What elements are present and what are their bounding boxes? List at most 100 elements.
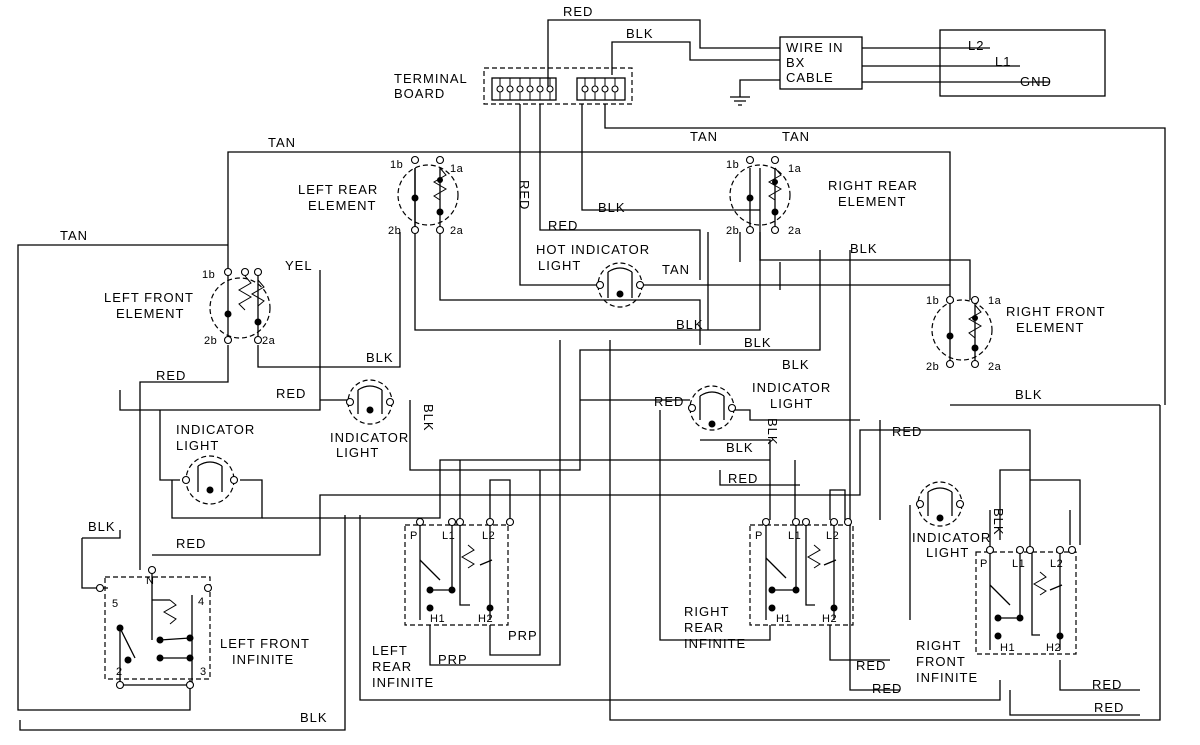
wire-blk-6: BLK: [366, 350, 394, 365]
lr-2a: 2a: [450, 225, 464, 237]
left-rear-element-label-1: LEFT REAR: [298, 182, 378, 197]
wire-red-10: RED: [1092, 677, 1122, 692]
wire-tan-4: TAN: [60, 228, 88, 243]
right-front-element-label-1: RIGHT FRONT: [1006, 304, 1106, 319]
wire-red-9: RED: [872, 681, 902, 696]
terminal-board-label-2: BOARD: [394, 86, 445, 101]
l1-label: L1: [995, 54, 1011, 69]
lf-inf-5: 5: [112, 598, 119, 610]
rf-1a: 1a: [988, 295, 1002, 307]
wire-in-label: WIRE IN: [786, 40, 844, 55]
wire-blk-7: BLK: [1015, 387, 1043, 402]
lf-inf-4: 4: [198, 596, 205, 608]
rf-2a: 2a: [988, 361, 1002, 373]
rr-inf-h2: H2: [822, 613, 837, 625]
right-rear-infinite-switch: P L1 L2 H1 H2 RIGHT REAR INFINITE: [684, 517, 854, 651]
wire-blk-10: BLK: [300, 710, 328, 725]
wire-red-6: RED: [728, 471, 758, 486]
rr-1a: 1a: [788, 163, 802, 175]
wire-red-8: RED: [856, 658, 886, 673]
lr-infinite-label-2: REAR: [372, 659, 412, 674]
rr-1b: 1b: [726, 159, 739, 171]
rf-1b: 1b: [926, 295, 939, 307]
rf-infinite-label-1: RIGHT: [916, 638, 961, 653]
left-front-element-label-1: LEFT FRONT: [104, 290, 194, 305]
lf-2b: 2b: [204, 335, 217, 347]
rr-inf-p: P: [755, 530, 763, 542]
right-rear-indicator-light: INDICATOR LIGHT: [687, 380, 831, 431]
lr-infinite-label-3: INFINITE: [372, 675, 434, 690]
ground-symbol: [730, 96, 750, 106]
rf-inf-h2: H2: [1046, 642, 1061, 654]
rf-2b: 2b: [926, 361, 939, 373]
wire-tan-5: TAN: [662, 262, 690, 277]
lf-infinite-label-1: LEFT FRONT: [220, 636, 310, 651]
wire-red-1: RED: [548, 218, 578, 233]
rf-inf-p: P: [980, 558, 988, 570]
lr-inf-h1: H1: [430, 613, 445, 625]
lr-infinite-label-1: LEFT: [372, 643, 408, 658]
cable-label: CABLE: [786, 70, 834, 85]
left-front-indicator-light: INDICATOR LIGHT: [176, 422, 254, 505]
rr-infinite-label-3: INFINITE: [684, 636, 746, 651]
hot-indicator-light: HOT INDICATOR LIGHT: [536, 242, 649, 308]
right-front-element-label-2: ELEMENT: [1016, 320, 1084, 335]
lr-inf-p: P: [410, 530, 418, 542]
rr-infinite-label-2: REAR: [684, 620, 724, 635]
l2-label: L2: [968, 38, 984, 53]
left-rear-element: LEFT REAR ELEMENT 1b 1a 2b 2a: [298, 155, 464, 237]
rr-2a: 2a: [788, 225, 802, 237]
right-front-infinite-switch: P L1 L2 H1 H2 RIGHT FRONT INFINITE: [916, 545, 1077, 685]
rr-inf-l2: L2: [826, 530, 839, 542]
wire-blk-supply: BLK: [626, 26, 654, 41]
hot-indicator-label-2: LIGHT: [538, 258, 581, 273]
supply-terminal-block: [939, 29, 1106, 97]
rr-infinite-label-1: RIGHT: [684, 604, 729, 619]
right-front-element: RIGHT FRONT ELEMENT 1b 1a 2b 2a: [926, 295, 1106, 373]
right-front-indicator-light: INDICATOR LIGHT: [912, 481, 991, 560]
lf-inf-n: N: [146, 575, 154, 587]
rr-inf-h1: H1: [776, 613, 791, 625]
terminal-board: TERMINAL BOARD: [394, 67, 633, 105]
rr-indicator-label-1: INDICATOR: [752, 380, 831, 395]
wire-blk-9: BLK: [88, 519, 116, 534]
wire-blk-5: BLK: [782, 357, 810, 372]
rr-inf-l1: L1: [788, 530, 801, 542]
rr-indicator-label-2: LIGHT: [770, 396, 813, 411]
lr-inf-l1: L1: [442, 530, 455, 542]
lr-1a: 1a: [450, 163, 464, 175]
left-front-infinite-switch: N 5 4 2 3 LEFT FRONT INFINITE: [95, 565, 310, 690]
rf-infinite-label-2: FRONT: [916, 654, 966, 669]
rf-inf-l1: L1: [1012, 558, 1025, 570]
power-supply: WIRE IN BX CABLE L2 L1 GND RED BLK: [547, 4, 1106, 106]
wire-yel: YEL: [285, 258, 313, 273]
rf-indicator-label-1: INDICATOR: [912, 530, 991, 545]
wire-red-5: RED: [654, 394, 684, 409]
wire-prp-2: PRP: [508, 628, 538, 643]
left-rear-infinite-switch: P L1 L2 H1 H2 LEFT REAR INFINITE: [372, 517, 515, 690]
wire-red-2: RED: [156, 368, 186, 383]
rf-infinite-label-3: INFINITE: [916, 670, 978, 685]
wire-red-11: RED: [1094, 700, 1124, 715]
lf-indicator-label-2: LIGHT: [176, 438, 219, 453]
wire-prp-1: PRP: [438, 652, 468, 667]
wire-labels: TAN TAN TAN TAN TAN YEL RED RED RED RED …: [60, 129, 1124, 725]
wire-blk-1: BLK: [598, 200, 626, 215]
right-rear-element: RIGHT REAR ELEMENT 1b 1a 2b 2a: [726, 155, 917, 237]
wire-red-supply: RED: [563, 4, 593, 19]
wire-tan-2: TAN: [690, 129, 718, 144]
lr-inf-h2: H2: [478, 613, 493, 625]
lf-inf-3: 3: [200, 666, 207, 678]
lf-1b: 1b: [202, 269, 215, 281]
wire-blk-vertical-2: BLK: [765, 418, 780, 446]
left-rear-indicator-light: INDICATOR LIGHT: [330, 379, 408, 460]
lr-1b: 1b: [390, 159, 403, 171]
rf-inf-l2: L2: [1050, 558, 1063, 570]
wiring: [17, 104, 1166, 731]
wire-red-4: RED: [176, 536, 206, 551]
lf-2a: 2a: [262, 335, 276, 347]
wire-red-3: RED: [276, 386, 306, 401]
left-front-element: LEFT FRONT ELEMENT 1b 2b 2a: [104, 267, 276, 347]
wire-in-bx-cable-box: [779, 36, 863, 90]
